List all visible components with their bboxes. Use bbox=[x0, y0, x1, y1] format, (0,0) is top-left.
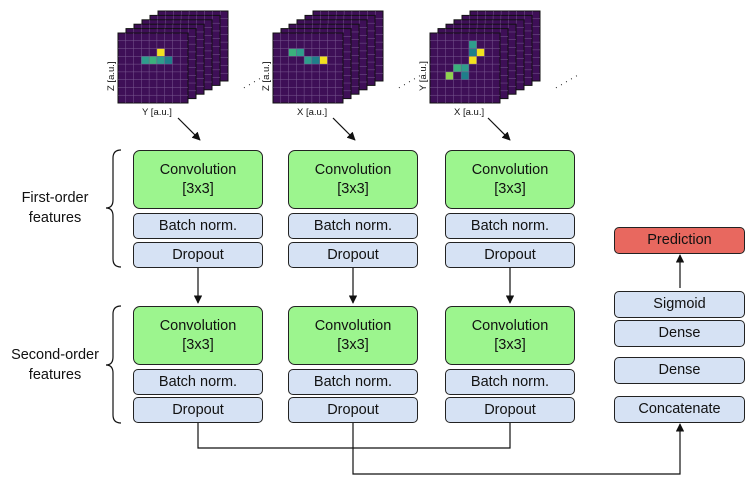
concatenate-box: Concatenate bbox=[614, 396, 745, 423]
dropout-2a: Dropout bbox=[288, 242, 418, 268]
conv-box-2a: Convolution [3x3] bbox=[288, 150, 418, 209]
conv-kernel: [3x3] bbox=[182, 180, 214, 197]
batch-norm-2b: Batch norm. bbox=[288, 369, 418, 395]
conv-box-1a: Convolution [3x3] bbox=[133, 150, 263, 209]
merge-line-to-head bbox=[352, 423, 685, 475]
input-stack-2: X [a.u.]Z [a.u.]· · · · · bbox=[261, 10, 424, 118]
dense-box-1: Dense bbox=[614, 320, 745, 347]
connectors bbox=[105, 117, 685, 475]
conv-box-3a: Convolution [3x3] bbox=[445, 150, 575, 209]
merge-line bbox=[197, 423, 511, 449]
conv-box-2b: Convolution [3x3] bbox=[288, 306, 418, 365]
batch-norm-1a: Batch norm. bbox=[133, 213, 263, 239]
input-xlabel-1: Y [a.u.] bbox=[142, 107, 172, 118]
conv-kernel: [3x3] bbox=[182, 336, 214, 353]
conv-label: Convolution bbox=[314, 161, 392, 178]
conv-kernel: [3x3] bbox=[337, 336, 369, 353]
batch-norm-3b: Batch norm. bbox=[445, 369, 575, 395]
conv-label: Convolution bbox=[471, 317, 549, 334]
input-ylabel-2: Z [a.u.] bbox=[261, 61, 272, 91]
input-stack-1: Y [a.u.]Z [a.u.]· · · · · bbox=[106, 10, 269, 118]
batch-norm-1b: Batch norm. bbox=[133, 369, 263, 395]
input-arrow-1 bbox=[177, 117, 201, 141]
brace-second-order bbox=[105, 305, 122, 424]
dropout-3b: Dropout bbox=[445, 397, 575, 423]
dropout-1a: Dropout bbox=[133, 242, 263, 268]
input-arrow-2 bbox=[332, 117, 356, 141]
first-order-label: First-order features bbox=[21, 190, 89, 226]
conv-label: Convolution bbox=[159, 317, 237, 334]
dropout-2b: Dropout bbox=[288, 397, 418, 423]
batch-norm-3a: Batch norm. bbox=[445, 213, 575, 239]
conv-label: Convolution bbox=[159, 161, 237, 178]
batch-norm-2a: Batch norm. bbox=[288, 213, 418, 239]
conv-kernel: [3x3] bbox=[494, 180, 526, 197]
input-arrow-3 bbox=[487, 117, 511, 141]
input-xlabel-3: X [a.u.] bbox=[454, 107, 484, 118]
brace-first-order bbox=[105, 149, 122, 268]
sigmoid-box: Sigmoid bbox=[614, 291, 745, 318]
prediction-box: Prediction bbox=[614, 227, 745, 254]
conv-box-3b: Convolution [3x3] bbox=[445, 306, 575, 365]
input-stack-3: X [a.u.] Y [a.u.] · · · · · bbox=[418, 10, 581, 118]
dropout-3a: Dropout bbox=[445, 242, 575, 268]
dropout-1b: Dropout bbox=[133, 397, 263, 423]
second-order-label: Second-order features bbox=[11, 347, 99, 383]
input-ylabel-1: Z [a.u.] bbox=[106, 61, 117, 91]
conv-label: Convolution bbox=[314, 317, 392, 334]
input-xlabel-2: X [a.u.] bbox=[297, 107, 327, 118]
conv-label: Convolution bbox=[471, 161, 549, 178]
conv-kernel: [3x3] bbox=[494, 336, 526, 353]
stack-ellipsis-3: · · · · · bbox=[552, 70, 580, 93]
input-ylabel-3: Y [a.u.] bbox=[418, 61, 429, 91]
conv-kernel: [3x3] bbox=[337, 180, 369, 197]
dense-box-2: Dense bbox=[614, 357, 745, 384]
conv-box-1b: Convolution [3x3] bbox=[133, 306, 263, 365]
input-image-stacks: Y [a.u.] Z [a.u.] · · · · · X [a.u.] Z [a.u.… bbox=[106, 10, 581, 118]
